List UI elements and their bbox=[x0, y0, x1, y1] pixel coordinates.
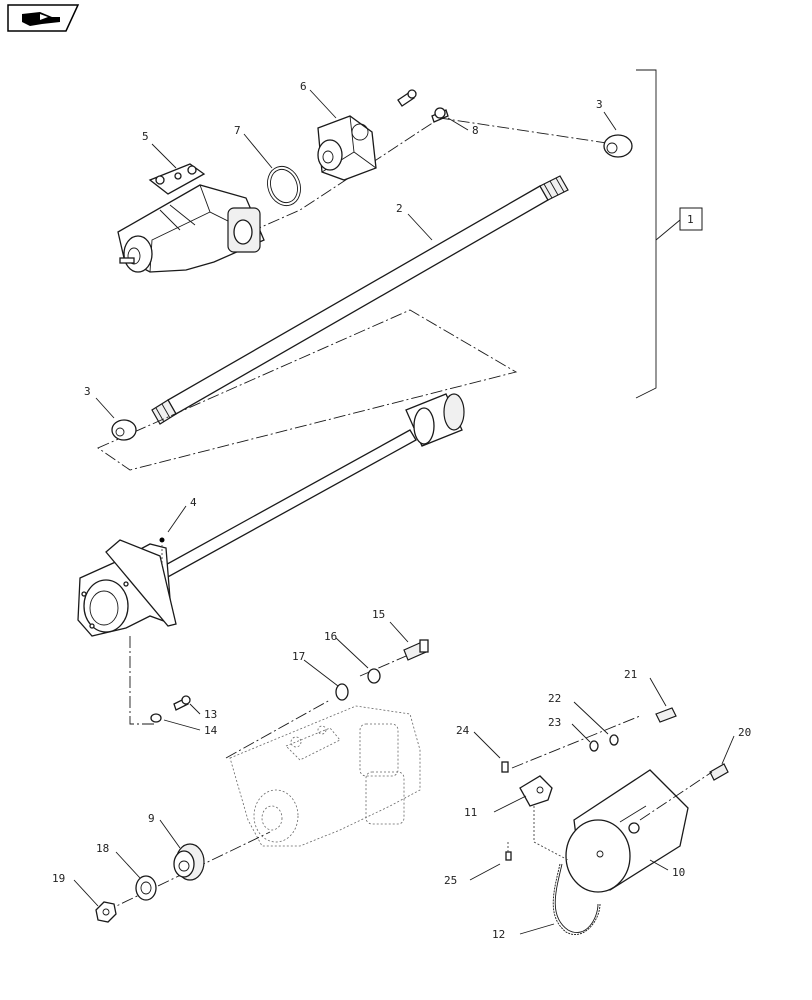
pin-4 bbox=[159, 537, 165, 566]
callout-21: 21 bbox=[624, 668, 637, 681]
motor-10 bbox=[565, 769, 689, 893]
callout-11: 11 bbox=[464, 806, 477, 819]
callout-17: 17 bbox=[292, 650, 305, 663]
bracket-11 bbox=[519, 775, 553, 807]
bracket-drop-axis bbox=[533, 806, 569, 861]
callout-22: 22 bbox=[548, 692, 561, 705]
callout-8: 8 bbox=[472, 124, 479, 137]
callout-9: 9 bbox=[148, 812, 155, 825]
callout-6: 6 bbox=[300, 80, 307, 93]
washer-23 bbox=[589, 740, 599, 752]
callout-16: 16 bbox=[324, 630, 337, 643]
pump-bolt-8 bbox=[431, 107, 449, 123]
bolt-21 bbox=[655, 707, 677, 723]
callout-3-lower: 3 bbox=[84, 385, 91, 398]
drive-shaft bbox=[151, 175, 569, 425]
motor-mount-axis bbox=[639, 771, 713, 821]
wire-harness-12 bbox=[552, 863, 601, 935]
hydraulic-pump-main bbox=[117, 163, 265, 273]
washer-22 bbox=[609, 734, 619, 746]
sleeve-shaft bbox=[159, 393, 465, 579]
housing-mount-axis bbox=[129, 636, 154, 725]
callout-15: 15 bbox=[372, 608, 385, 621]
bolt-13 bbox=[173, 695, 191, 711]
callout-5: 5 bbox=[142, 130, 149, 143]
lock-washer-18 bbox=[135, 875, 157, 901]
washer-16 bbox=[367, 668, 381, 684]
gear-pump bbox=[317, 115, 377, 181]
callout-1: 1 bbox=[687, 213, 694, 226]
flange-housing bbox=[77, 539, 177, 637]
gear-9 bbox=[173, 843, 205, 881]
callout-14: 14 bbox=[204, 724, 218, 737]
callout-20: 20 bbox=[738, 726, 751, 739]
bolt-20 bbox=[709, 763, 729, 781]
bracket-axis bbox=[511, 715, 641, 769]
callout-4: 4 bbox=[190, 496, 197, 509]
continuation-arrow-icon[interactable] bbox=[7, 4, 80, 32]
callout-10: 10 bbox=[672, 866, 685, 879]
callout-7: 7 bbox=[234, 124, 241, 137]
assembly-bracket bbox=[635, 69, 703, 399]
snap-ring-17 bbox=[335, 683, 349, 701]
upper-assembly-axis bbox=[249, 117, 621, 233]
bolt-15 bbox=[403, 639, 429, 661]
callout-3-upper: 3 bbox=[596, 98, 603, 111]
callout-25: 25 bbox=[444, 874, 457, 887]
washer-lower bbox=[111, 419, 137, 441]
ghost-pump-assembly bbox=[225, 699, 421, 847]
lower-axis-left bbox=[103, 831, 271, 913]
nut-19 bbox=[95, 901, 117, 923]
washer-14 bbox=[150, 713, 162, 723]
callout-23: 23 bbox=[548, 716, 561, 729]
bolt-24 bbox=[501, 761, 509, 773]
callout-12: 12 bbox=[492, 928, 505, 941]
washer-upper bbox=[603, 134, 633, 158]
o-ring bbox=[267, 165, 301, 207]
callout-18: 18 bbox=[96, 842, 109, 855]
screw-25 bbox=[505, 851, 512, 861]
callout-13: 13 bbox=[204, 708, 217, 721]
shaft-envelope-outline bbox=[97, 309, 518, 471]
callout-24: 24 bbox=[456, 724, 470, 737]
callout-19: 19 bbox=[52, 872, 65, 885]
pump-bolt-upper bbox=[397, 89, 417, 107]
callout-2: 2 bbox=[396, 202, 403, 215]
